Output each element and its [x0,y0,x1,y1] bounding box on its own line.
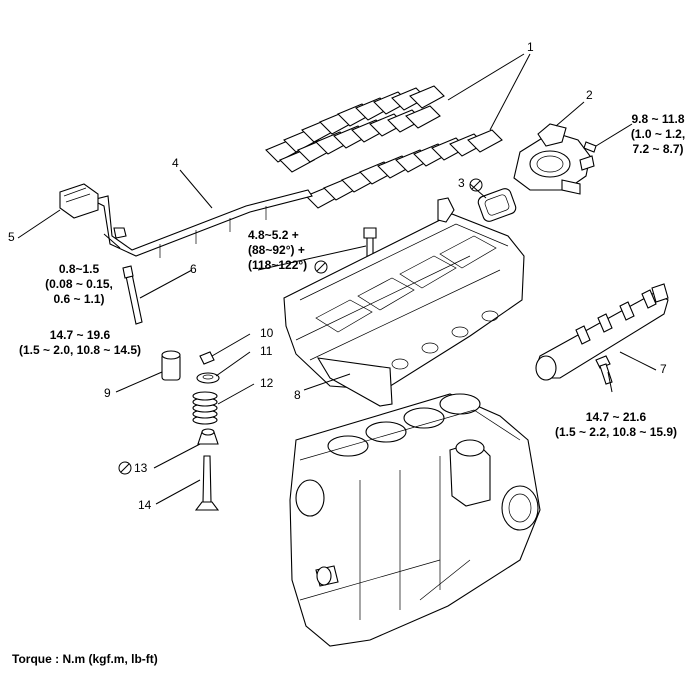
torque-line: (1.5 ~ 2.2, 10.8 ~ 15.9) [554,425,678,439]
rocker-arms-lower [305,129,503,209]
harness-connector [59,183,99,219]
callout-4: 4 [172,156,179,170]
callout-11: 11 [260,344,273,358]
torque-head-bolt: 4.8~5.2 + (88~92°) + (118~122°) [248,228,307,273]
common-rail [535,283,669,381]
thermostat-bolt [583,141,597,153]
torque-line: (1.5 ~ 2.0, 10.8 ~ 14.5) [18,343,142,357]
glow-plug-harness [90,189,313,258]
valve-stem-seal [197,428,219,445]
valve-spring [192,391,218,425]
callout-9: 9 [104,386,111,400]
callout-5: 5 [8,230,15,244]
valve [194,455,220,511]
torque-line: (118~122°) [248,258,308,272]
torque-line: 0.6 ~ 1.1) [53,292,105,306]
non-reusable-part-icon [314,260,328,274]
thermostat-housing [513,123,595,195]
torque-line: 9.8 ~ 11.8 [631,112,685,126]
torque-line: (88~92°) + [248,243,305,257]
cylinder-block [289,393,541,647]
callout-10: 10 [260,326,274,340]
callout-3: 3 [458,176,465,190]
torque-line: (1.0 ~ 1.2, [630,127,686,141]
torque-line: 14.7 ~ 21.6 [585,410,647,424]
torque-line: 14.7 ~ 19.6 [49,328,111,342]
callout-6: 6 [190,262,197,276]
torque-harness: 0.8~1.5 (0.08 ~ 0.15, 0.6 ~ 1.1) [24,262,134,307]
harness-nut [113,227,127,239]
retainer-lock [199,351,215,365]
torque-rail: 14.7 ~ 21.6 (1.5 ~ 2.2, 10.8 ~ 15.9) [534,410,698,440]
torque-glow-plug: 14.7 ~ 19.6 (1.5 ~ 2.0, 10.8 ~ 14.5) [10,328,150,358]
hydraulic-lifter [161,350,181,381]
callout-2: 2 [586,88,593,102]
callout-12: 12 [260,376,274,390]
torque-line: (0.08 ~ 0.15, [45,277,113,291]
callout-7: 7 [660,362,667,376]
leader-lines [17,53,657,505]
callout-13: 13 [134,461,148,475]
rail-bolt [595,355,613,385]
torque-line: 4.8~5.2 + [248,228,299,242]
callout-8: 8 [294,388,301,402]
callout-1: 1 [527,40,534,54]
torque-line: 7.2 ~ 8.7) [632,142,684,156]
thermostat-gasket [477,188,517,222]
cylinder-head [283,197,525,407]
callout-14: 14 [138,498,152,512]
torque-line: 0.8~1.5 [58,262,100,276]
glow-plug [122,265,143,325]
torque-units-note: Torque : N.m (kgf.m, lb-ft) [12,652,158,666]
non-reusable-part-icon [469,178,483,192]
non-reusable-part-icon [118,461,132,475]
rocker-arms-upper [265,85,445,173]
torque-thermostat: 9.8 ~ 11.8 (1.0 ~ 1.2, 7.2 ~ 8.7) [620,112,696,157]
spring-retainer [196,372,220,384]
